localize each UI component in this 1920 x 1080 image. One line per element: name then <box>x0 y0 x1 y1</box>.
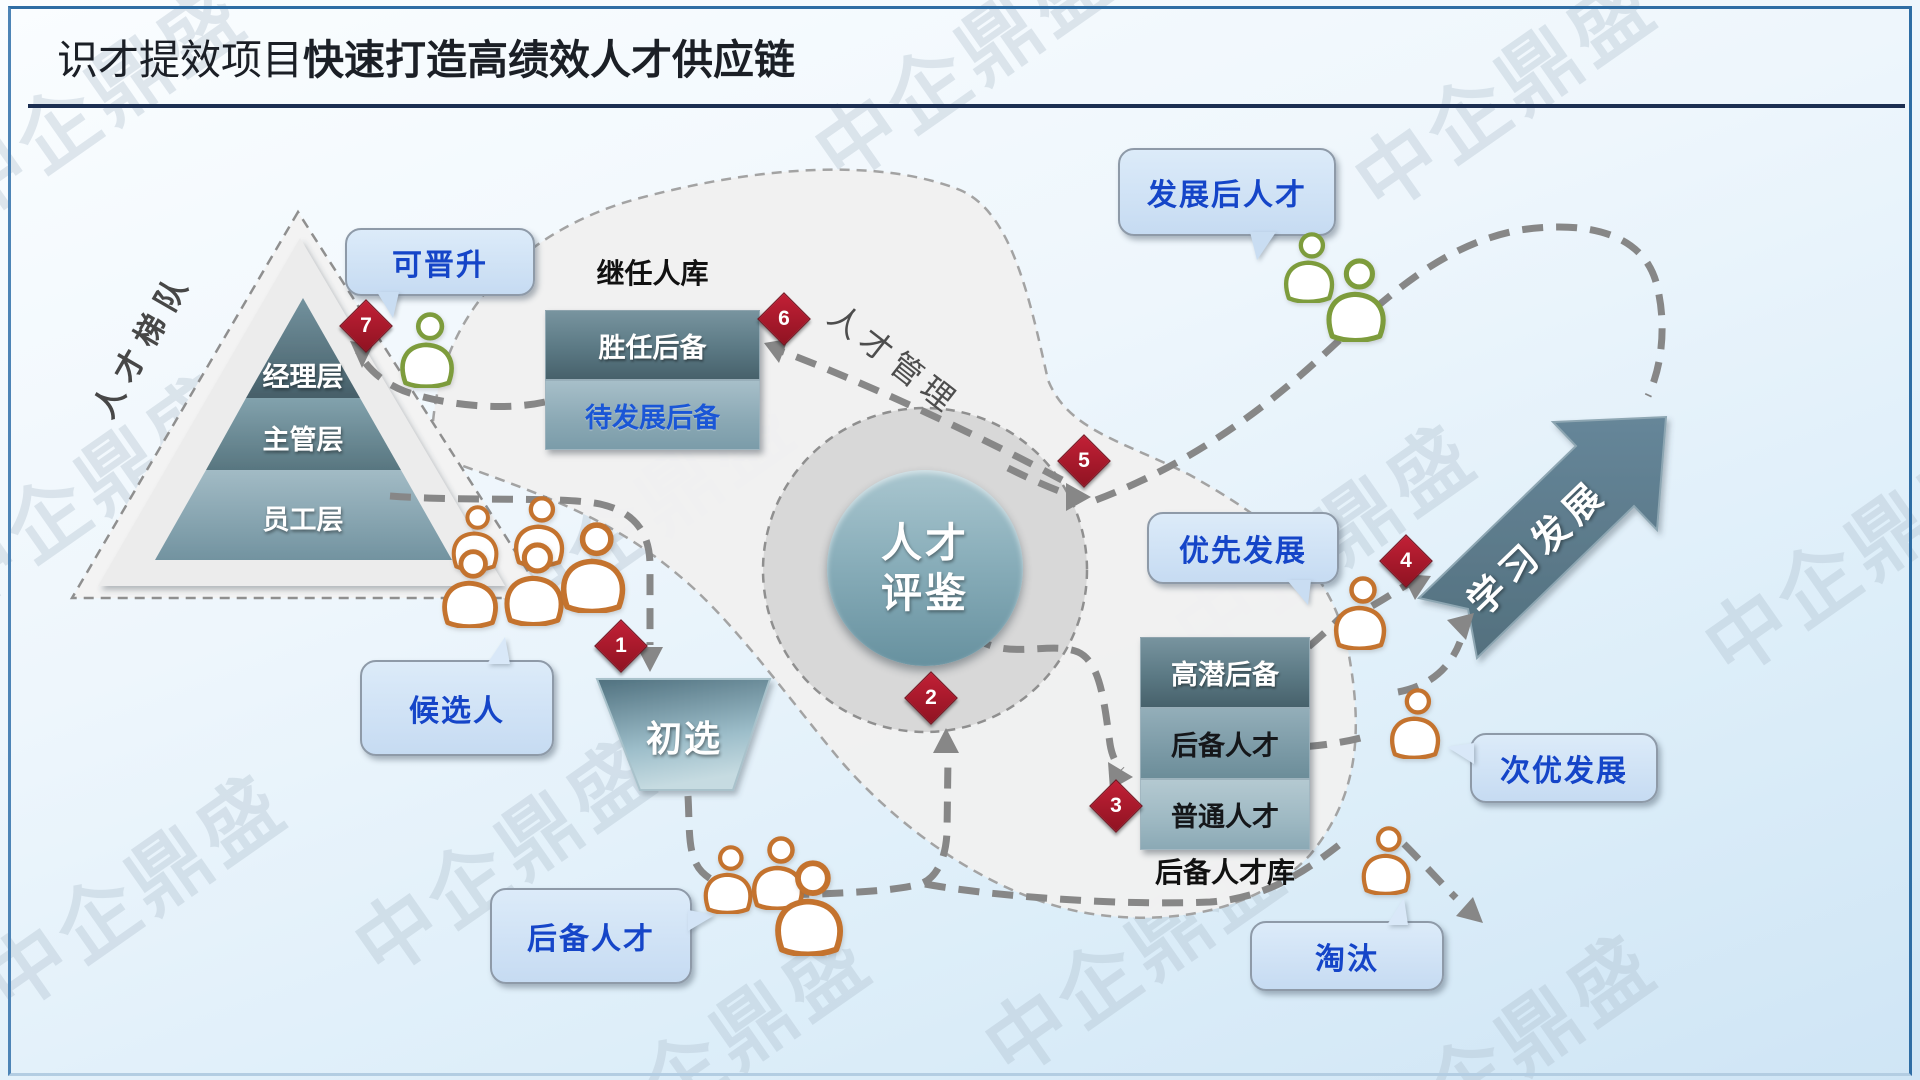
funnel-shape <box>595 678 772 791</box>
bubble-secondary: 次优发展 <box>1447 733 1658 803</box>
person-icon-promoted <box>396 312 458 388</box>
bubble-pointer <box>1447 743 1474 764</box>
dev-arrow-shape <box>1416 415 1668 661</box>
person-icon-priority <box>1330 576 1390 650</box>
pyramid-layer-managers: 经理层 <box>262 362 344 392</box>
reserve-item-ordinary: 普通人才 <box>1140 779 1310 850</box>
reserve-pool: 高潜后备 后备人才 普通人才 <box>1140 637 1310 850</box>
reserve-pool-title: 后备人才库 <box>1154 857 1295 888</box>
bubble-pointer <box>1250 232 1276 260</box>
reserve-item-reserve: 后备人才 <box>1140 708 1310 779</box>
step-number: 1 <box>615 634 627 657</box>
person-icon-candidate <box>438 549 502 628</box>
step-number: 2 <box>925 686 937 709</box>
flow-paths <box>354 223 1666 907</box>
assessment-circle: 人才 评鉴 <box>827 470 1023 666</box>
succession-item-competent: 胜任后备 <box>545 310 760 380</box>
bubble-candidates: 候选人 <box>360 637 554 756</box>
step-number: 6 <box>778 307 790 330</box>
bubble-eliminate-label: 淘汰 <box>1315 943 1379 976</box>
pyramid-layer-supervisors: 主管层 <box>262 425 344 455</box>
funnel-label: 初选 <box>645 718 722 759</box>
bubble-pointer <box>1287 580 1311 605</box>
page-title: 识才提效项目快速打造高绩效人才供应链 <box>57 26 795 86</box>
bubble-priority: 优先发展 <box>1147 512 1339 605</box>
flow-arrowheads <box>350 339 1483 923</box>
person-icon-eliminated <box>1358 826 1414 895</box>
bubble-pointer <box>1387 898 1408 925</box>
bubble-reserve: 后备人才 <box>490 888 715 984</box>
succession-pool-title: 继任人库 <box>596 258 709 289</box>
step-number: 7 <box>360 314 372 337</box>
bubble-reserve-label: 后备人才 <box>527 923 655 956</box>
person-icon-reserve <box>770 860 848 956</box>
bubble-promotable-label: 可晋升 <box>392 249 488 282</box>
step-number: 4 <box>1400 549 1412 572</box>
title-emphasis: 快速打造高绩效人才供应链 <box>303 37 795 83</box>
bubble-pointer <box>688 910 715 931</box>
person-icon-secondary <box>1386 688 1444 759</box>
pyramid-layer-staff: 员工层 <box>262 505 344 535</box>
bubble-pointer <box>377 292 399 318</box>
reserve-item-high-potential: 高潜后备 <box>1140 637 1310 708</box>
person-icon-candidate <box>556 522 630 613</box>
bubble-priority-label: 优先发展 <box>1179 535 1307 568</box>
assessment-line2: 评鉴 <box>881 570 969 616</box>
title-underline <box>28 104 1905 108</box>
succession-item-to-develop: 待发展后备 <box>545 380 760 450</box>
bubble-candidates-label: 候选人 <box>409 695 505 728</box>
assessment-line1: 人才 <box>881 519 969 566</box>
bubble-developed: 发展后人才 <box>1118 148 1336 260</box>
bubble-promotable: 可晋升 <box>345 228 535 318</box>
title-prefix: 识才提效项目 <box>57 37 303 83</box>
bubble-eliminate: 淘汰 <box>1250 898 1444 991</box>
bubble-developed-label: 发展后人才 <box>1147 179 1307 212</box>
step-number: 5 <box>1078 449 1090 472</box>
bubble-pointer <box>487 637 510 664</box>
bubble-secondary-label: 次优发展 <box>1500 755 1628 788</box>
step-number: 3 <box>1110 794 1122 817</box>
succession-pool: 胜任后备 待发展后备 <box>545 310 760 450</box>
person-icon-developed <box>1322 258 1390 342</box>
